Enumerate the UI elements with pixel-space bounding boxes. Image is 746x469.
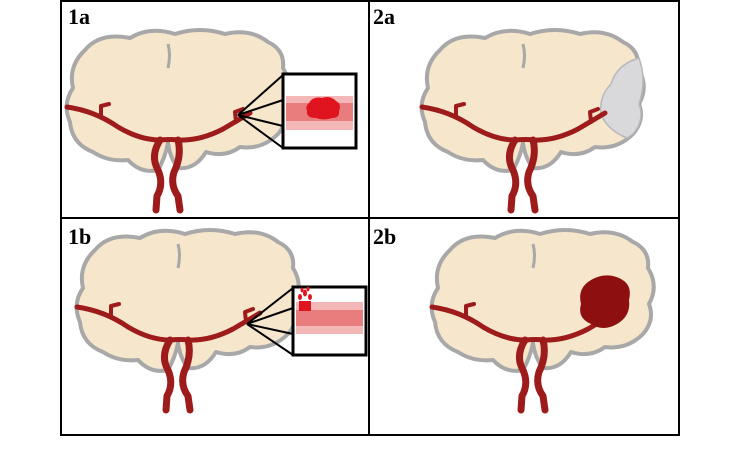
panel-label-2a: 2a [373,4,395,29]
magnifier-lines [237,74,284,149]
bleeding-icon [298,286,312,311]
panel-2a: 2a [373,4,646,210]
inset-rupture [291,285,368,357]
panel-2b: 2b [373,224,656,410]
panel-1b: 1b [68,224,368,410]
panel-borders [60,0,680,436]
inset-clot [281,72,358,150]
hemorrhage-region [580,275,630,328]
panel-label-2b: 2b [373,224,396,249]
magnifier-lines [246,287,294,356]
panel-label-1a: 1a [68,4,90,29]
panel-1a: 1a [67,4,358,210]
ischemic-region [599,57,644,139]
panel-label-1b: 1b [68,224,91,249]
clot-icon [306,97,340,120]
